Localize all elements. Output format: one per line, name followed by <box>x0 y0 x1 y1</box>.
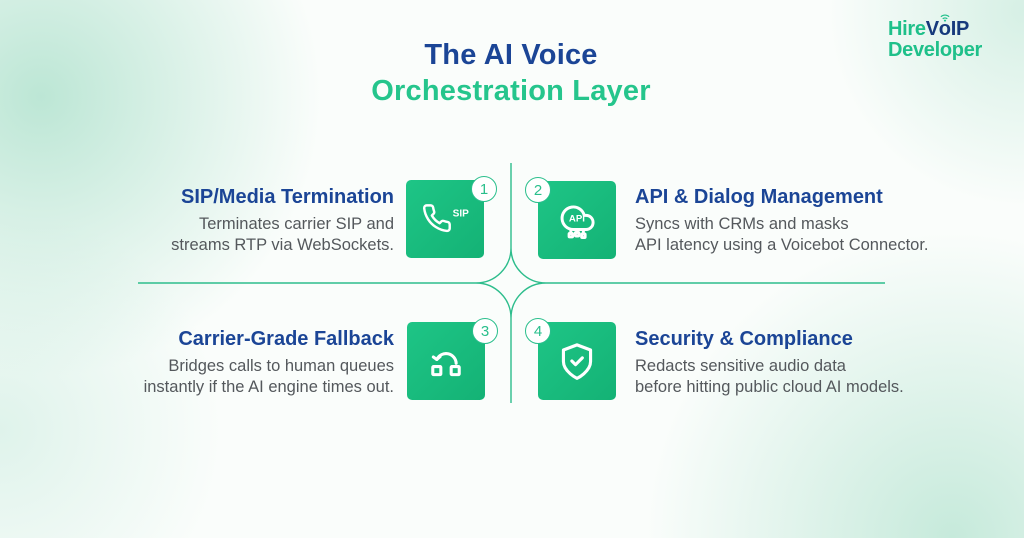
logo-hire: Hire <box>888 18 926 40</box>
wifi-icon <box>940 14 950 22</box>
quadrant-4-title: Security & Compliance <box>635 328 853 350</box>
quadrant-3-title: Carrier-Grade Fallback <box>178 328 394 350</box>
page-title: The AI Voice Orchestration Layer <box>0 37 1022 109</box>
quadrant-4-desc-line1: Redacts sensitive audio data <box>635 357 846 375</box>
phone-sip-icon: SIP <box>422 204 470 233</box>
step-badge-3: 3 <box>472 318 498 344</box>
logo-ip: IP <box>950 18 970 40</box>
sip-icon-label: SIP <box>453 208 470 219</box>
page-title-line2: Orchestration Layer <box>371 75 651 107</box>
quadrant-1-tile: SIP 1 <box>406 176 497 258</box>
quadrant-2-text: API & Dialog Management Syncs with CRMs … <box>635 185 975 256</box>
quadrant-4-text: Security & Compliance Redacts sensitive … <box>635 327 975 398</box>
step-badge-4: 4 <box>525 318 551 344</box>
quadrant-1-desc-line1: Terminates carrier SIP and <box>198 215 394 233</box>
quadrant-3-desc-line2: instantly if the AI engine times out. <box>143 378 394 396</box>
fallback-arrow-icon <box>431 352 461 377</box>
shield-check-icon <box>561 343 593 380</box>
page-title-line1: The AI Voice <box>424 39 598 71</box>
quadrant-1-title: SIP/Media Termination <box>181 186 394 208</box>
logo-o: o <box>939 14 951 40</box>
api-icon-label: API <box>568 213 584 224</box>
logo-v: V <box>925 18 939 40</box>
quadrant-2-tile: API 2 <box>525 177 616 259</box>
quadrant-2-desc-line2: API latency using a Voicebot Connector. <box>635 236 929 254</box>
quadrant-1-desc-line2: streams RTP via WebSockets. <box>171 236 394 254</box>
step-badge-2: 2 <box>525 177 551 203</box>
quadrant-3-desc-line1: Bridges calls to human queues <box>168 357 394 375</box>
step-badge-1: 1 <box>471 176 497 202</box>
quadrant-3-text: Carrier-Grade Fallback Bridges calls to … <box>100 327 394 398</box>
quadrant-4-desc-line2: before hitting public cloud AI models. <box>635 378 904 396</box>
logo-developer: Developer <box>888 39 983 61</box>
quadrant-2-desc-line1: Syncs with CRMs and masks <box>635 215 849 233</box>
quadrant-4-tile: 4 <box>525 318 616 400</box>
quadrant-2-title: API & Dialog Management <box>635 186 883 208</box>
api-cloud-icon: API <box>560 205 594 239</box>
quadrant-3-tile: 3 <box>407 318 498 400</box>
quadrant-1-text: SIP/Media Termination Terminates carrier… <box>100 185 394 256</box>
